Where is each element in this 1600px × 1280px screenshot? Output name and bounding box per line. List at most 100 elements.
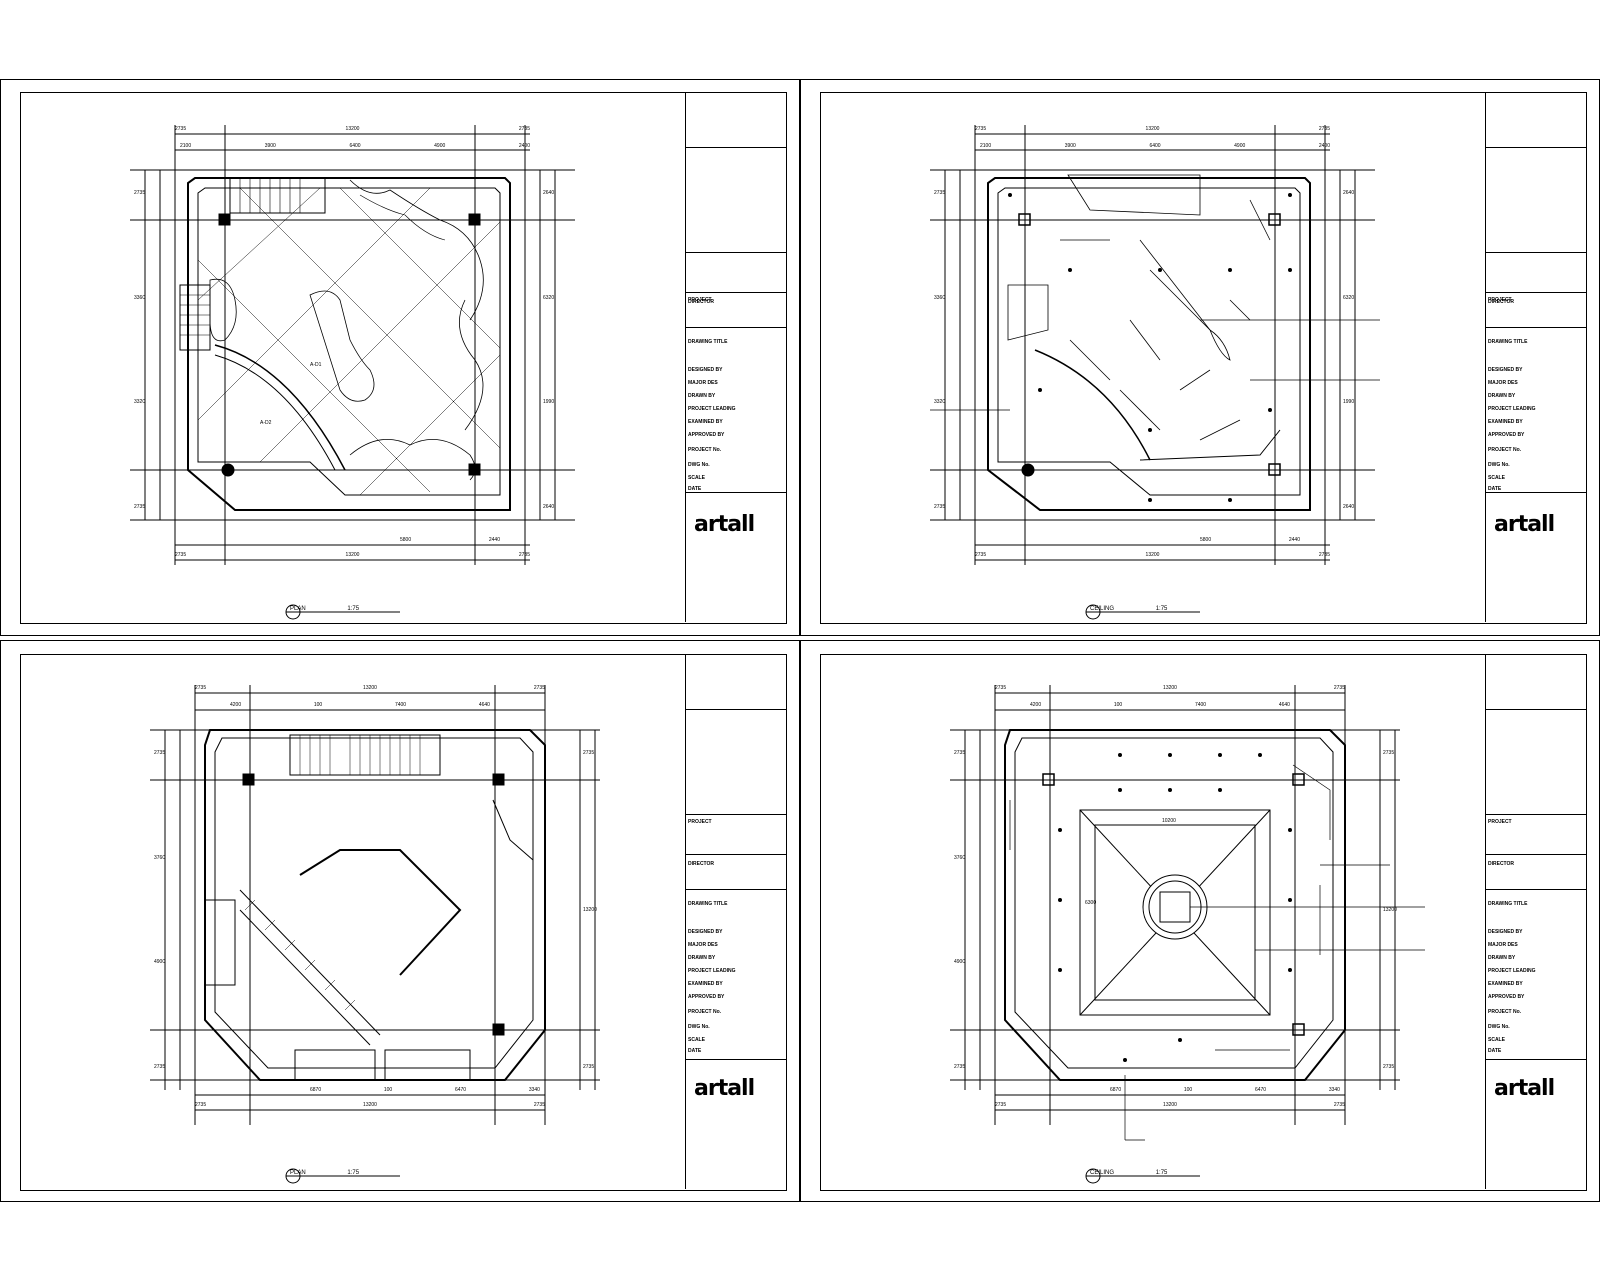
project-leading-label: PROJECT LEADING — [1488, 968, 1536, 974]
view-caption-2: CEILING 1:75 — [1090, 606, 1167, 612]
dim-label: 2735 — [195, 685, 207, 691]
project-leading-label: PROJECT LEADING — [688, 406, 736, 412]
scale-note: 1:75 — [347, 1170, 360, 1176]
dims-sheet-3-bottom: 2735 13200 2735 — [195, 1102, 545, 1108]
dim-label: 7400 — [394, 702, 407, 708]
dim-label: 6870 — [310, 1087, 322, 1093]
dim-label: 1990 — [1343, 399, 1355, 406]
dim-label: 4640 — [478, 702, 490, 708]
dim-label: 2735 — [934, 503, 946, 510]
director-label: DIRECTOR — [1488, 861, 1515, 867]
dim-label: 1990 — [543, 399, 555, 406]
major-des-label: MAJOR DES — [1488, 380, 1518, 386]
dim-label: 2735 — [195, 1102, 207, 1108]
designed-by-label: DESIGNED BY — [1488, 367, 1523, 373]
drawn-by-label: DRAWN BY — [1488, 955, 1516, 961]
dim-label: 2735 — [175, 552, 187, 558]
dim-label: 3360 — [134, 294, 146, 301]
dim-label: 13200 — [1163, 685, 1177, 691]
dim-label: 13200 — [345, 126, 360, 132]
project-no-label: PROJECT No. — [688, 447, 722, 453]
dim-label: 100 — [1183, 1087, 1193, 1093]
dim-label: 2735 — [975, 126, 987, 132]
project-no-label: PROJECT No. — [1488, 447, 1522, 453]
dim-label: 2735 — [1383, 1064, 1395, 1070]
scale-label: SCALE — [1488, 1037, 1505, 1043]
sheet-2 — [800, 79, 1600, 636]
dim-label: 6400 — [1149, 143, 1161, 149]
dim-label: 13200 — [1145, 552, 1160, 558]
examined-by-label: EXAMINED BY — [688, 419, 723, 425]
dim-label: 3340 — [528, 1087, 540, 1093]
dim-label: 5800 — [400, 537, 412, 543]
dim-label: 13200 — [363, 1102, 377, 1108]
dims-sheet-1-bottom: 2735 13200 2735 — [175, 552, 530, 558]
dims-sheet-1-left: 2735 3360 3320 2735 — [134, 190, 145, 510]
scale-label: SCALE — [688, 475, 705, 481]
drawing-title-label: DRAWING TITLE — [1488, 339, 1528, 345]
designed-by-label: DESIGNED BY — [688, 929, 723, 935]
room-label: A-D1 — [310, 362, 322, 368]
dims-sheet-2-right: 2640 6320 1990 2640 — [1343, 190, 1354, 510]
sheet-3 — [0, 640, 800, 1202]
dim-label: 4200 — [1030, 702, 1042, 708]
dims-sheet-3-subbottom: 6870 100 6470 3340 — [310, 1087, 540, 1093]
dim-label: 2735 — [518, 126, 530, 132]
dims-sheet-1-subtop: 2100 3900 6400 4900 2400 — [180, 143, 530, 149]
director-label: DIRECTOR — [1488, 299, 1515, 305]
dims-sheet-1-subbottom: 5800 2440 — [400, 537, 500, 543]
director-label: DIRECTOR — [688, 861, 715, 867]
dim-label: 2735 — [1333, 685, 1345, 691]
dims-sheet-4-subtop: 4200 100 7400 4640 — [1030, 702, 1290, 708]
project-leading-label: PROJECT LEADING — [688, 968, 736, 974]
scale-note: 1:75 — [1155, 606, 1168, 612]
designed-by-label: DESIGNED BY — [688, 367, 723, 373]
dim-label: 100 — [313, 702, 323, 708]
dim-label: 4200 — [230, 702, 242, 708]
examined-by-label: EXAMINED BY — [1488, 981, 1523, 987]
approved-by-label: APPROVED BY — [1488, 994, 1525, 1000]
view-title: PLAN — [290, 606, 306, 612]
frame-3 — [20, 654, 787, 1191]
dim-label: 3320 — [134, 399, 146, 406]
dwg-no-label: DWG No. — [1488, 462, 1510, 468]
dwg-no-label: DWG No. — [688, 1024, 710, 1030]
designed-by-label: DESIGNED BY — [1488, 929, 1523, 935]
dim-label: 3320 — [934, 399, 946, 406]
frame-1 — [20, 92, 787, 624]
date-label: DATE — [688, 1048, 702, 1054]
dim-label: 5800 — [1200, 537, 1212, 543]
dim-label: 3900 — [1064, 143, 1076, 149]
dim-label: 2735 — [995, 685, 1007, 691]
dim-label: 4900 — [154, 959, 166, 966]
dims-sheet-1-right: 2640 6320 1990 2640 — [543, 190, 554, 510]
dim-label: 2640 — [1343, 503, 1355, 510]
title-block-1: PROJECT DIRECTOR DRAWING TITLE DESIGNED … — [685, 92, 786, 622]
dim-label: 13200 — [345, 552, 360, 558]
dim-label: 6470 — [454, 1087, 467, 1093]
title-block-3: PROJECT DIRECTOR DRAWING TITLE DESIGNED … — [685, 654, 786, 1189]
dwg-no-label: DWG No. — [1488, 1024, 1510, 1030]
dim-label: 2735 — [954, 750, 966, 756]
dims-sheet-4-top: 2735 13200 2735 — [995, 685, 1345, 691]
scale-label: SCALE — [1488, 475, 1505, 481]
dims-sheet-2-top: 2735 13200 2735 — [975, 126, 1330, 132]
dim-label: 4900 — [434, 143, 446, 149]
view-title: CEILING — [1090, 1170, 1115, 1176]
dim-label: 7400 — [1194, 702, 1207, 708]
dim-label: 2735 — [533, 1102, 545, 1108]
dim-label: 3340 — [1328, 1087, 1340, 1093]
dim-label: 6400 — [349, 143, 361, 149]
dim-label: 2735 — [154, 750, 166, 756]
dim-label: 3900 — [264, 143, 276, 149]
dims-sheet-3-top: 2735 13200 2735 — [195, 685, 545, 691]
dims-sheet-2-left: 2735 3360 3320 2735 — [934, 190, 945, 510]
major-des-label: MAJOR DES — [688, 942, 718, 948]
project-label: PROJECT — [1488, 297, 1512, 303]
dims-sheet-4-subbottom: 6870 100 6470 3340 — [1110, 1087, 1340, 1093]
dim-label: 2735 — [1318, 552, 1330, 558]
view-caption-1: PLAN 1:75 — [290, 606, 359, 612]
project-label: PROJECT — [1488, 819, 1512, 825]
dim-label: 2735 — [154, 1063, 166, 1070]
